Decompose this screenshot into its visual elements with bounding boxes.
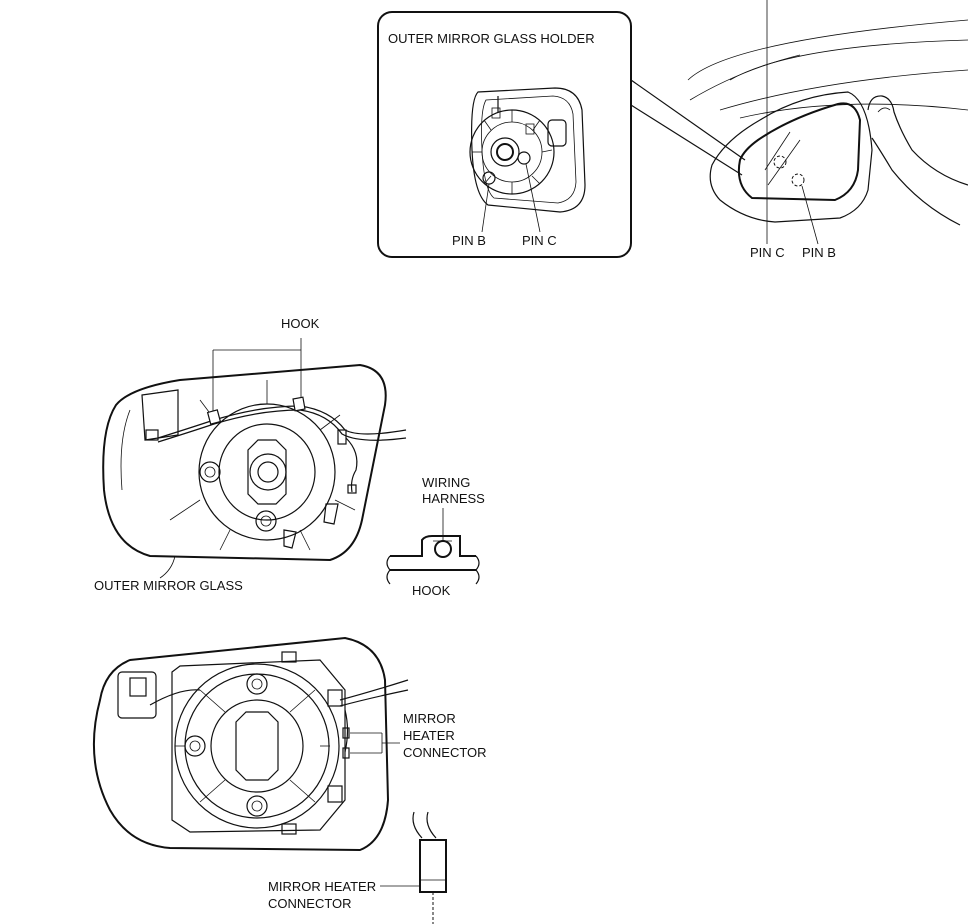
label-mhc-2: HEATER bbox=[403, 728, 455, 743]
glass-holder-inset: OUTER MIRROR GLASS HOLDER PIN B bbox=[377, 11, 632, 258]
label-mhc-3: CONNECTOR bbox=[403, 745, 487, 760]
label-glass-holder: OUTER MIRROR GLASS HOLDER bbox=[388, 31, 595, 46]
label-pin-c-inset: PIN C bbox=[522, 233, 557, 248]
label-wiring-2: HARNESS bbox=[422, 491, 485, 506]
car-mirror-illustration: PIN C PIN B bbox=[687, 0, 968, 260]
connector-detail: MIRROR HEATER CONNECTOR bbox=[268, 811, 447, 924]
label-hook-detail: HOOK bbox=[412, 583, 451, 598]
label-connector-detail-1: MIRROR HEATER bbox=[268, 879, 376, 894]
hook-detail: WIRING HARNESS HOOK bbox=[386, 475, 485, 598]
label-pin-b-inset: PIN B bbox=[452, 233, 486, 248]
label-connector-detail-2: CONNECTOR bbox=[268, 896, 352, 911]
label-mhc-1: MIRROR bbox=[403, 711, 456, 726]
label-hook-top: HOOK bbox=[281, 316, 320, 331]
mirror-holder-back-illustration: MIRROR HEATER CONNECTOR bbox=[92, 636, 487, 852]
label-pin-c-car: PIN C bbox=[750, 245, 785, 260]
label-wiring-1: WIRING bbox=[422, 475, 470, 490]
label-pin-b-car: PIN B bbox=[802, 245, 836, 260]
label-outer-mirror-glass: OUTER MIRROR GLASS bbox=[94, 578, 243, 593]
outer-mirror-glass-illustration: HOOK bbox=[94, 316, 407, 593]
